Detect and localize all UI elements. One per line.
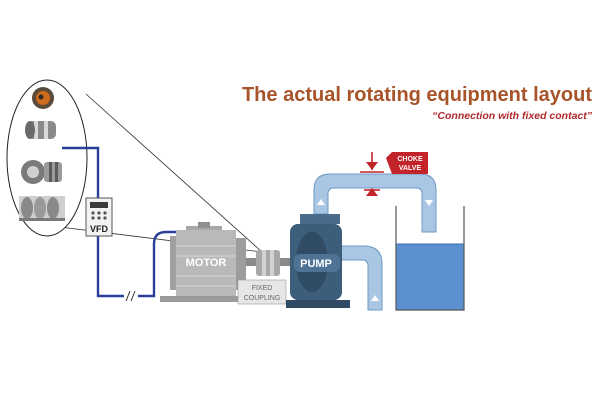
discharge-pipe [313,173,437,233]
vfd-label: VFD [90,224,109,234]
motor: MOTOR [160,222,256,302]
choke-valve [360,152,384,196]
choke-valve-tag: CHOKE VALVE [386,152,428,174]
pump: PUMP [286,214,350,308]
motor-label: MOTOR [186,257,227,269]
fixed-coupling: FIXED COUPLING [237,250,292,305]
coupling-photo-1 [32,87,54,109]
suction-pipe [339,245,383,311]
coupling-photo-3 [21,160,62,184]
pump-label: PUMP [300,258,332,270]
cable-break-mark [125,290,136,302]
coupling-label-line1: FIXED [252,285,273,292]
diagram-subtitle: “Connection with fixed contact” [432,110,592,122]
coupling-label-line2: COUPLING [244,295,281,302]
flow-arrow-icon [371,295,379,301]
diagram-title: The actual rotating equipment layout [241,84,592,106]
choke-label-line2: VALVE [399,165,422,172]
coupling-photo-2 [25,121,56,139]
coupling-photo-4 [19,196,65,221]
vfd-unit: VFD [85,197,113,237]
tank [395,206,465,311]
vfd-cable [62,146,178,298]
choke-label-line1: CHOKE [397,156,423,163]
